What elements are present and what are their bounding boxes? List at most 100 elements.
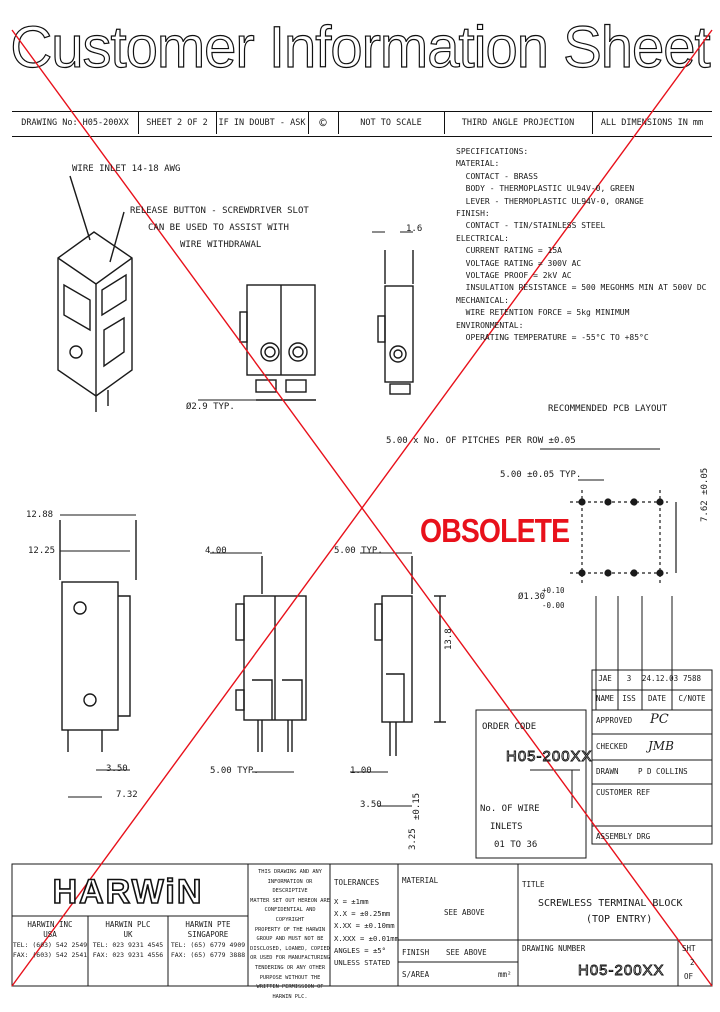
dimension-7-32: 7.32 [116, 790, 138, 800]
drawn-by: P D COLLINS [638, 767, 688, 776]
pitches-label: 5.00 x No. OF PITCHES PER ROW ±0.05 [386, 436, 576, 446]
rev-header-iss: ISS [622, 694, 636, 703]
release-label-2: CAN BE USED TO ASSIST WITH [148, 223, 289, 233]
wire-inlets-1: No. OF WIRE [480, 804, 540, 814]
legal-line: PROPERTY OF THE HARWIN [254, 926, 326, 933]
header-scale: NOT TO SCALE [338, 112, 445, 134]
specification-line: CONTACT - BRASS [456, 171, 538, 181]
dimension-tolerance: ±0.15 [412, 792, 422, 820]
dimension-4-00: 4.00 [205, 546, 227, 556]
tolerance-line: X.XXX = ±0.01mm [334, 933, 399, 943]
rev-cnote: 7588 [682, 674, 702, 683]
s-area-unit: mm² [498, 970, 512, 979]
dimension-13-8: 13.8 [444, 628, 454, 650]
wire-inlets-2: INLETS [490, 822, 523, 832]
specifications-list: SPECIFICATIONS: MATERIAL: CONTACT - BRASS… [456, 146, 706, 345]
of-label: OF [684, 972, 694, 981]
drawing-number-label: DRAWING NUMBER [522, 944, 586, 953]
title-label: TITLE [522, 880, 545, 889]
obsolete-stamp: OBSOLETE [420, 512, 570, 549]
side-view-bottom [374, 556, 446, 756]
header-doubt: IF IN DOUBT - ASK [216, 112, 309, 134]
obsolete-cross [11, 29, 713, 987]
legal-line: WRITTEN PERMISSION OF [256, 984, 324, 991]
pitch-typ-label: 5.00 ±0.05 TYP. [500, 470, 582, 480]
specification-line: OPERATING TEMPERATURE = -55°C TO +85°C [456, 333, 649, 343]
checked-signature: JMB [648, 739, 674, 753]
pad-diameter: Ø1.30 [518, 592, 546, 602]
customer-ref-label: CUSTOMER REF [596, 788, 651, 797]
drawn-label: DRAWN [596, 767, 619, 776]
title-line-2: (TOP ENTRY) [586, 914, 653, 925]
specification-line: VOLTAGE RATING = 300V AC [456, 258, 582, 268]
tolerance-line: X.XX = ±0.10mm [334, 921, 395, 931]
legal-line: INFORMATION OR DESCRIPTIVE [267, 878, 313, 895]
legal-line: OR USED FOR MANUFACTURING [250, 955, 330, 962]
dimension-5-00-typ: 5.00 TYP. [334, 546, 383, 556]
s-area-label: S/AREA [402, 970, 430, 979]
legal-line: DISCLOSED, LOANED, COPIED [250, 945, 330, 952]
dimension-3-50: 3.50 [106, 764, 128, 774]
dimension-3-50-b: 3.50 [360, 800, 382, 810]
office-uk: HARWIN PLC UK TEL: 023 9231 4545 FAX: 02… [92, 920, 164, 959]
front-view-bottom [235, 556, 307, 752]
order-code-value: H05-200XX [506, 748, 593, 766]
legal-line: CONFIDENTIAL AND COPYRIGHT [264, 907, 316, 923]
dimension-1-00: 1.00 [350, 766, 372, 776]
rev-name: JAE [598, 674, 612, 683]
rev-header-cnote: C/NOTE [678, 694, 706, 703]
title-line-1: SCREWLESS TERMINAL BLOCK [538, 898, 683, 909]
material-label: MATERIAL [402, 876, 439, 885]
legal-notice: THIS DRAWING AND ANY INFORMATION OR DESCR… [250, 868, 330, 1002]
legal-line: THIS DRAWING AND ANY [258, 869, 322, 875]
dimension-1-6: 1.6 [406, 224, 423, 234]
front-view-top [239, 284, 316, 401]
legal-line: HARWIN PLC. [272, 993, 308, 1000]
legal-line: TENDERING OR ANY OTHER [254, 964, 326, 971]
header-drawing-no: DRAWING No: H05-200XX [12, 112, 139, 134]
header-sheet: SHEET 2 OF 2 [138, 112, 217, 134]
title-block [11, 863, 713, 987]
dimension-12-25: 12.25 [28, 546, 56, 556]
harwin-logo: HARWiN [52, 872, 204, 912]
specification-line: BODY - THERMOPLASTIC UL94V-0, GREEN [456, 184, 635, 194]
tolerance-line: X.X = ±0.25mm [334, 909, 391, 919]
material-value: SEE ABOVE [444, 908, 485, 917]
pad-tolerance-minus: -0.00 [542, 601, 565, 610]
wire-inlets-3: 01 TO 36 [494, 840, 538, 850]
tolerance-line: ANGLES = ±5° [334, 945, 386, 955]
isometric-view [57, 175, 133, 412]
sheet-value: 2 [690, 958, 695, 967]
office-singapore: HARWIN PTE SINGAPORE TEL: (65) 6779 4909… [170, 920, 246, 959]
order-code-box [475, 709, 587, 859]
checked-label: CHECKED [596, 742, 628, 751]
tolerance-line: UNLESS STATED [334, 958, 391, 968]
vertical-pitch: 7.62 ±0.05 [700, 467, 710, 522]
assembly-label: ASSEMBLY DRG [596, 832, 651, 841]
dimension-12-88: 12.88 [26, 510, 54, 520]
tolerances-label: TOLERANCES [334, 878, 380, 887]
dimension-diameter: Ø2.9 TYP. [186, 402, 235, 412]
specification-line: ENVIRONMENTAL: [456, 320, 524, 330]
specification-line: MATERIAL: [456, 159, 500, 169]
finish-label: FINISH [402, 948, 430, 957]
rev-date: 24.12.03 [642, 674, 679, 683]
rev-header-name: NAME [595, 694, 615, 703]
specification-line: INSULATION RESISTANCE = 500 MEGOHMS MIN … [456, 283, 707, 293]
specification-line: CONTACT - TIN/STAINLESS STEEL [456, 221, 606, 231]
specification-line: SPECIFICATIONS: [456, 147, 529, 156]
office-usa: HARWIN INC USA TEL: (603) 542 2549 FAX: … [12, 920, 88, 959]
dimension-5-00-typ-2: 5.00 TYP. [210, 766, 259, 776]
release-label-3: WIRE WITHDRAWAL [180, 240, 262, 250]
specification-line: VOLTAGE PROOF = 2kV AC [456, 271, 572, 281]
pad-tolerance-plus: +0.10 [542, 586, 565, 595]
legal-line: GROUP AND MUST NOT BE [256, 936, 324, 943]
wire-inlet-label: WIRE INLET 14-18 AWG [72, 164, 181, 174]
dimension-3-25: 3.25 [408, 828, 418, 850]
legal-line: MATTER SET OUT HEREON ARE [250, 897, 330, 904]
approved-signature: PC [650, 712, 669, 727]
rev-header-date: DATE [647, 694, 667, 703]
legal-line: PURPOSE WITHOUT THE [259, 974, 321, 981]
